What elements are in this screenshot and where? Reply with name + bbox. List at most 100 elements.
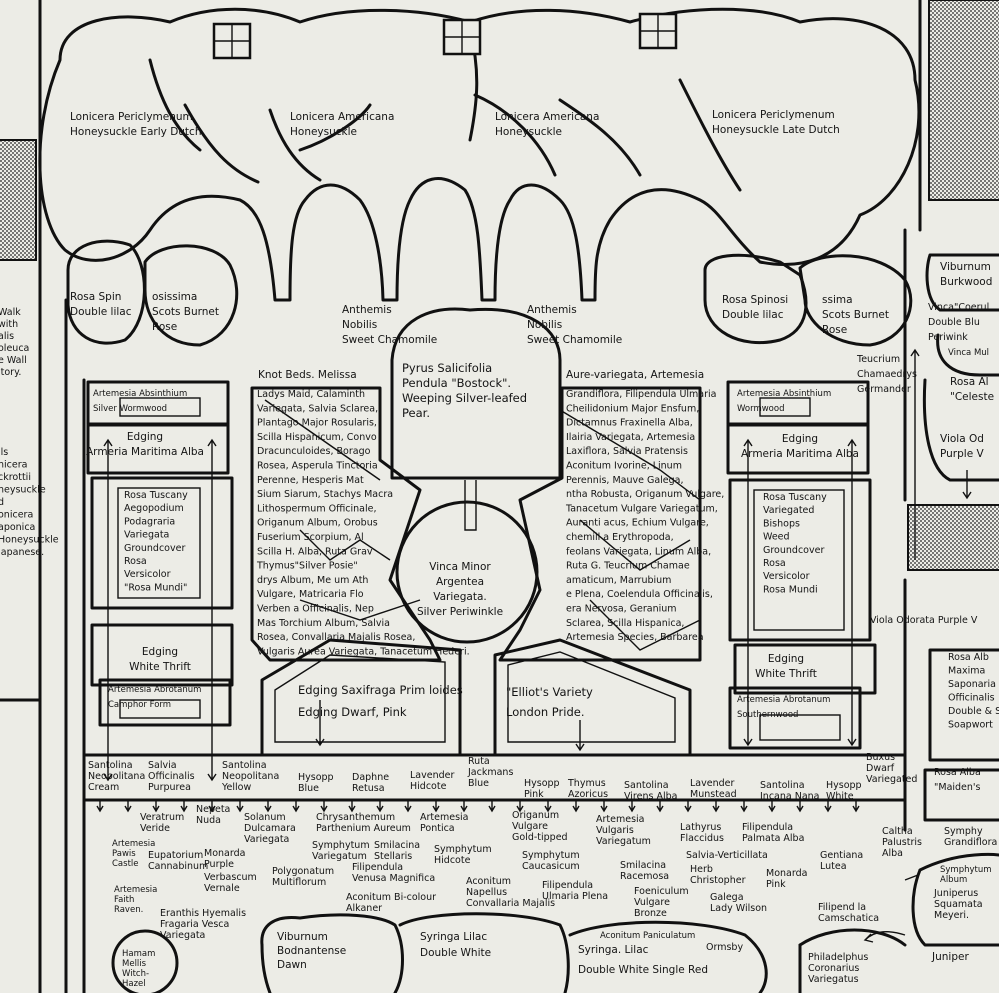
london-pride-bed [493, 638, 692, 757]
saxifraga-bed-left-inner [274, 654, 446, 743]
plant-label-juniper-bottom: Juniper [931, 951, 969, 963]
plant-label-ormsby: Ormsby [706, 942, 743, 953]
left-side-beds [86, 380, 234, 727]
plant-label-vinca-mul: Vinca Mul [948, 348, 989, 358]
knot-bed-left [250, 386, 442, 662]
saxifraga-bed-left [260, 638, 462, 757]
pyrus-bed [390, 307, 562, 480]
pyrus-trunk [464, 480, 477, 531]
plant-label-rosa-alba-maidens: Rosa Alba"Maiden's [934, 767, 981, 793]
honeysuckle-canopy [38, 7, 921, 302]
plant-label-left-margin-lonicera: llsnicerackrottiineysuckledoniceraaponic… [0, 447, 59, 558]
row-tick-arrows [96, 801, 860, 813]
plant-label-rosa-celeste: Rosa Al"Celeste [950, 376, 994, 403]
plant-label-knot-beds: Knot Beds. Melissa [258, 369, 357, 381]
window-icons [212, 12, 678, 60]
left-top-hatch [0, 139, 37, 261]
knot-bed-internal-lines [264, 399, 701, 651]
london-pride-bed-inner [507, 651, 676, 743]
right-side-beds [726, 378, 999, 822]
knot-bed-right [498, 386, 702, 662]
plant-label-salvia-verticillata: Salvia-Verticillata [686, 850, 768, 861]
plant-label-viola-odorata: Viola Odorata Purple V [870, 615, 978, 626]
boundary-lines [0, 0, 922, 993]
bottom-shrub-beds [111, 852, 999, 993]
canopy-dividers [148, 28, 742, 192]
rosa-spinosissima-beds [66, 239, 999, 377]
right-top-hatch [928, 0, 999, 201]
